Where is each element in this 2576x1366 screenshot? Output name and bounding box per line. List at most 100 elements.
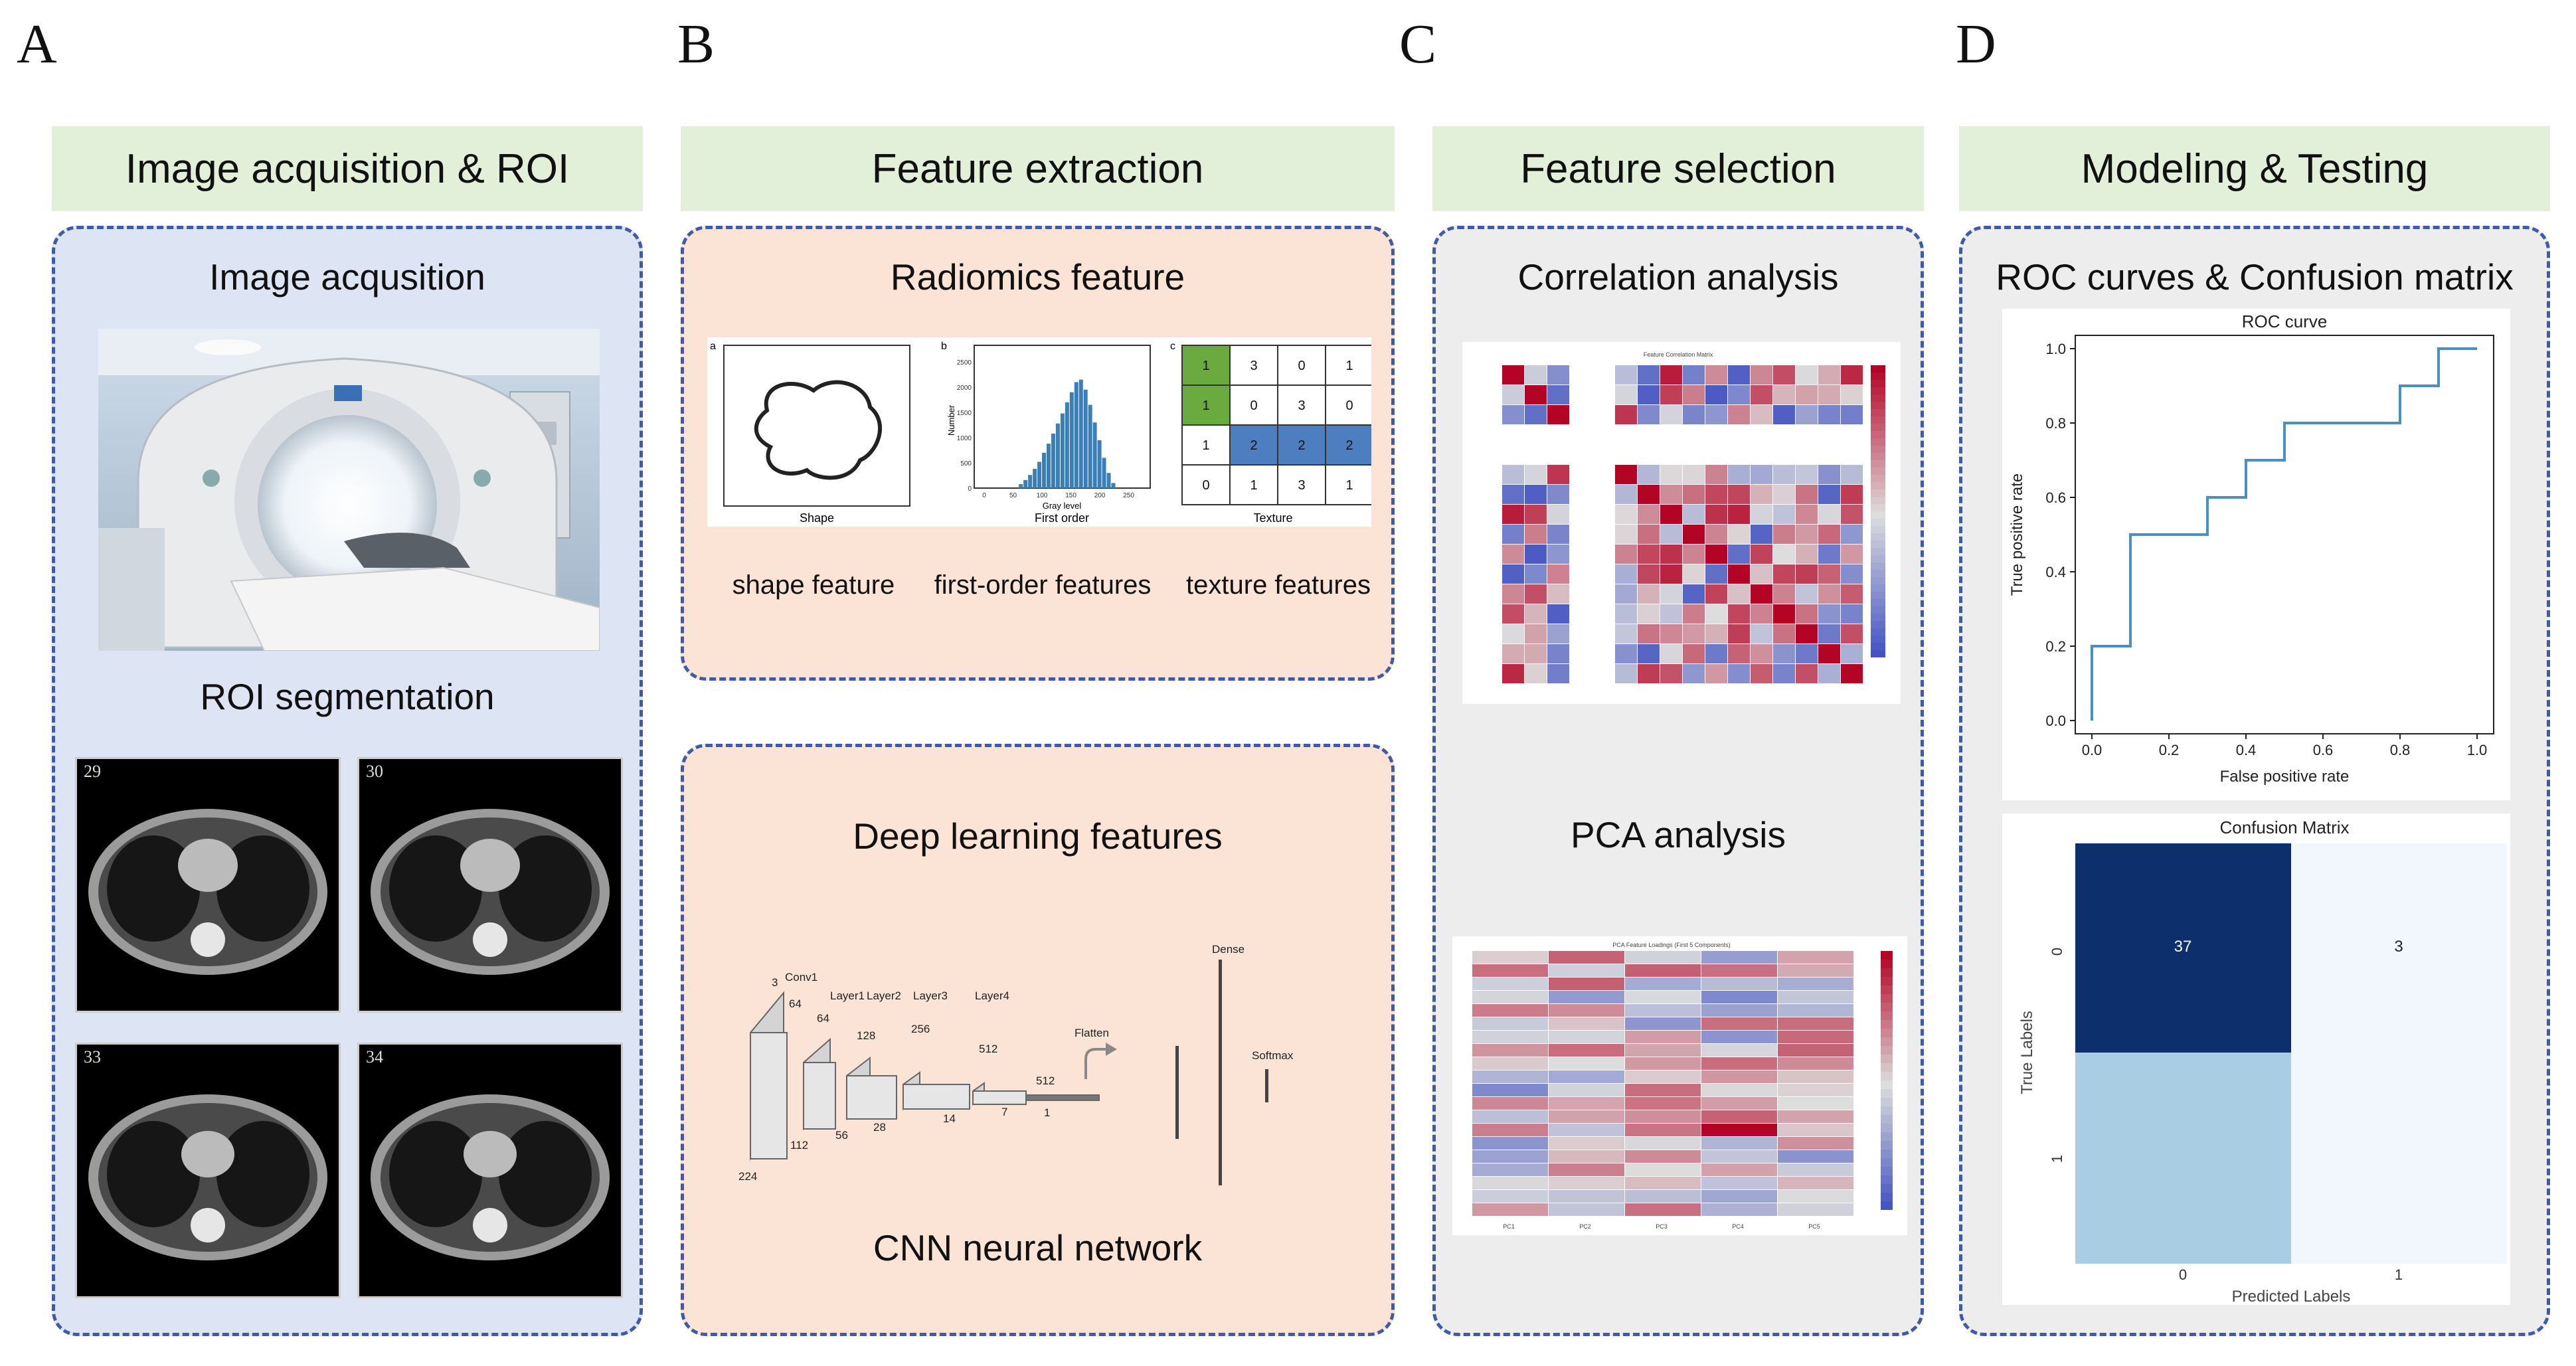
sub-a: a	[710, 341, 716, 352]
correlation-cell	[1638, 505, 1660, 524]
correlation-cell	[1773, 525, 1795, 544]
colorbar-step	[1871, 402, 1885, 409]
correlation-cell	[1751, 584, 1772, 604]
histogram-bar	[1042, 452, 1047, 488]
pca-cell	[1625, 1124, 1701, 1136]
correlation-cell	[1547, 405, 1569, 424]
histogram-ytick: 2000	[957, 384, 972, 392]
roc-confusion-title: ROC curves & Confusion matrix	[1996, 256, 2514, 298]
pca-cell	[1625, 1017, 1701, 1030]
panel-d: ROC curves & Confusion matrix ROC curve …	[1959, 226, 2550, 1336]
pca-col-label: PC5	[1808, 1223, 1820, 1230]
texture-caption: texture features	[1186, 570, 1371, 600]
texture-cell-value: 1	[1345, 359, 1353, 373]
pca-cell	[1701, 1150, 1777, 1163]
pca-chart-title: PCA Feature Loadings (First 5 Components…	[1612, 942, 1731, 948]
cnn-label: 3	[772, 976, 778, 989]
shape-feature-caption: shape feature	[732, 570, 895, 600]
correlation-cell	[1728, 485, 1750, 504]
correlation-cell	[1841, 525, 1863, 544]
pca-heatmap: PCA Feature Loadings (First 5 Components…	[1452, 936, 1907, 1235]
cnn-label: Layer2	[867, 989, 901, 1002]
correlation-cell	[1547, 485, 1569, 504]
correlation-cell	[1615, 564, 1637, 584]
correlation-cell	[1818, 365, 1840, 384]
pca-cell	[1472, 991, 1548, 1003]
colorbar-step	[1871, 519, 1885, 526]
correlation-heatmap: Feature Correlation Matrix	[1462, 342, 1901, 704]
texture-cell-value: 1	[1250, 478, 1257, 493]
correlation-cell	[1615, 405, 1637, 424]
pca-cell	[1472, 1044, 1548, 1057]
correlation-cell	[1728, 405, 1750, 424]
correlation-cell	[1773, 405, 1795, 424]
correlation-cell	[1728, 564, 1750, 584]
colorbar-step	[1871, 453, 1885, 460]
correlation-cell	[1683, 644, 1705, 663]
correlation-cell	[1841, 564, 1863, 584]
pca-cell	[1778, 978, 1853, 990]
correlation-cell	[1818, 505, 1840, 524]
pca-cell	[1549, 1190, 1624, 1203]
cm-xlabel: Predicted Labels	[2232, 1288, 2351, 1305]
correlation-cell	[1683, 365, 1705, 384]
correlation-cell	[1751, 564, 1772, 584]
correlation-cell	[1683, 604, 1705, 624]
correlation-cell	[1841, 664, 1863, 683]
histogram-xtick: 100	[1037, 492, 1048, 499]
correlation-cell	[1638, 365, 1660, 384]
correlation-cell	[1841, 485, 1863, 504]
histogram-bars	[1019, 379, 1116, 488]
pca-cell	[1625, 1004, 1701, 1017]
pca-cell	[1472, 1110, 1548, 1123]
correlation-cell	[1615, 584, 1637, 604]
pca-cell	[1625, 964, 1701, 977]
pca-cell	[1549, 1097, 1624, 1110]
correlation-cell	[1502, 644, 1524, 663]
pca-cell	[1472, 1163, 1548, 1176]
pca-col-label: PC2	[1579, 1223, 1591, 1230]
correlation-cell	[1502, 664, 1524, 683]
confusion-matrix-chart: Confusion Matrix 37 3 0 1 0 1 Predicted …	[2002, 813, 2510, 1305]
texture-cell	[1229, 424, 1278, 466]
colorbar-step	[1881, 1089, 1893, 1098]
pca-cell	[1778, 1137, 1853, 1150]
pca-cell	[1549, 1203, 1624, 1216]
correlation-cell	[1502, 564, 1524, 584]
panel-letter-d: D	[1956, 13, 1996, 75]
pca-cell	[1778, 1031, 1853, 1043]
pca-cell	[1549, 1163, 1624, 1176]
pca-cell	[1472, 1084, 1548, 1096]
pca-cell	[1549, 1004, 1624, 1017]
correlation-cell	[1660, 584, 1682, 604]
pca-cell	[1701, 1190, 1777, 1203]
cnn-caption: CNN neural network	[873, 1227, 1203, 1268]
pca-cell	[1549, 1057, 1624, 1070]
colorbar-step	[1871, 577, 1885, 584]
cnn-flatten-bar	[1025, 1094, 1100, 1101]
correlation-cell	[1796, 584, 1818, 604]
ct-slice-image	[371, 1094, 610, 1260]
pca-cell	[1778, 951, 1853, 964]
texture-cell-value: 1	[1202, 398, 1209, 413]
histogram-bar	[1019, 483, 1023, 488]
correlation-cell	[1683, 385, 1705, 404]
correlation-cell	[1841, 405, 1863, 424]
correlation-cell	[1818, 525, 1840, 544]
correlation-cell	[1773, 584, 1795, 604]
colorbar-step	[1881, 1193, 1893, 1201]
correlation-cell	[1796, 644, 1818, 663]
correlation-cell	[1728, 584, 1750, 604]
roc-xtick: 0.2	[2159, 742, 2180, 758]
roi-segmentation-title: ROI segmentation	[200, 676, 495, 717]
colorbar-step	[1871, 446, 1885, 453]
pca-cell	[1625, 1190, 1701, 1203]
colorbar-step	[1871, 468, 1885, 475]
correlation-cell	[1751, 545, 1772, 564]
colorbar-step	[1871, 380, 1885, 387]
panel-letter-c: C	[1399, 13, 1437, 75]
correlation-cell	[1773, 564, 1795, 584]
correlation-cell	[1502, 525, 1524, 544]
correlation-cell	[1525, 505, 1547, 524]
pca-cell	[1549, 1124, 1624, 1136]
